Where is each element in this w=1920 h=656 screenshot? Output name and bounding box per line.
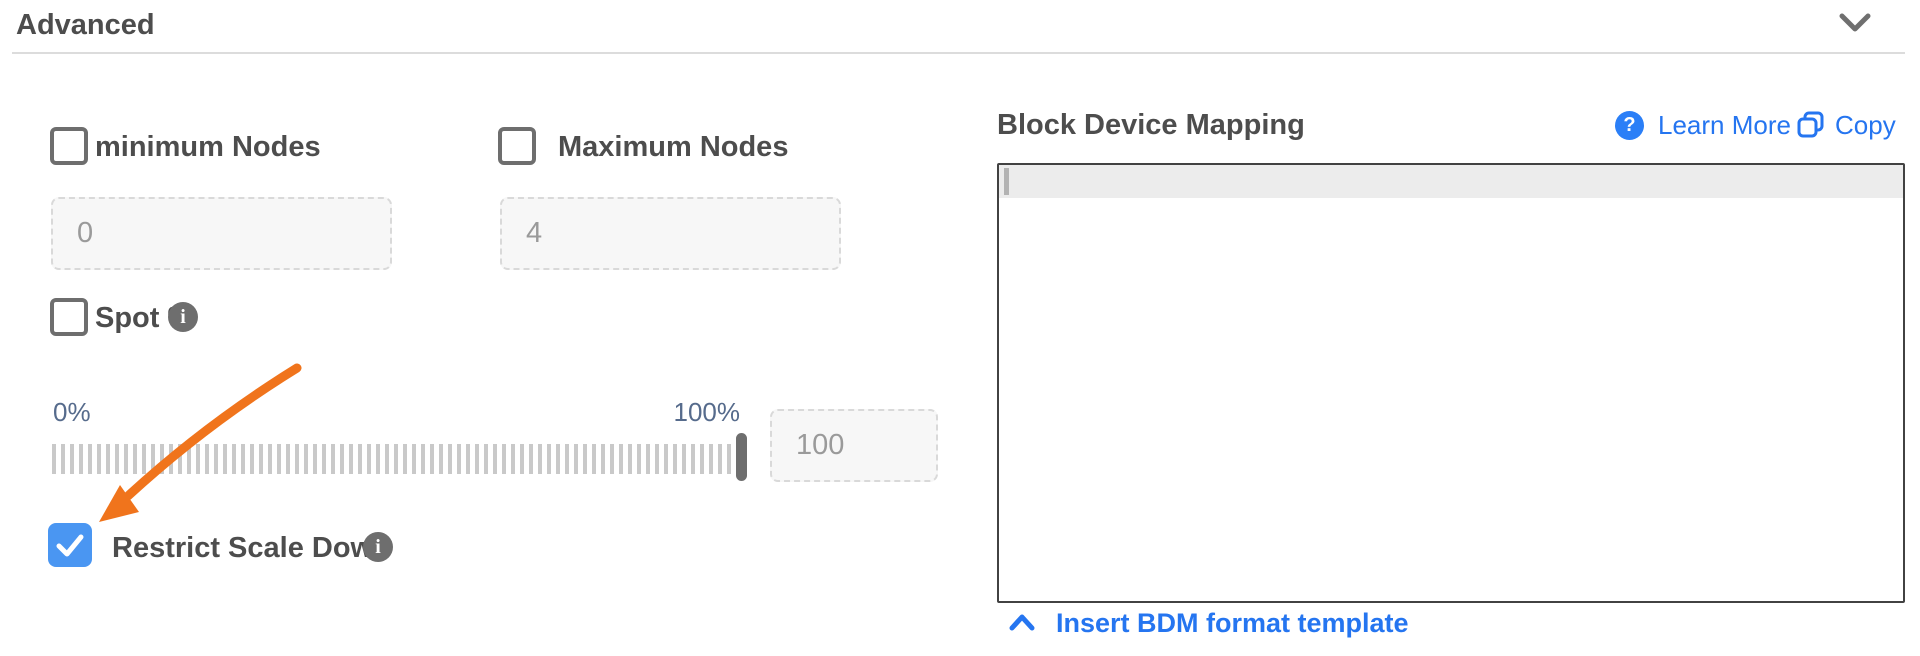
copy-label: Copy: [1835, 110, 1896, 140]
minimum-nodes-checkbox[interactable]: [50, 127, 88, 165]
insert-bdm-template-label: Insert BDM format template: [1056, 608, 1409, 638]
section-divider: [12, 52, 1905, 54]
section-title-advanced: Advanced: [16, 9, 155, 41]
chevron-up-icon: [1008, 612, 1036, 634]
restrict-scale-down-info-icon[interactable]: i: [363, 532, 393, 562]
slider-max-label: 100%: [673, 397, 741, 427]
help-icon: ?: [1615, 110, 1644, 140]
learn-more-link[interactable]: ? Learn More: [1615, 110, 1791, 140]
spot-percent-slider-handle[interactable]: [736, 433, 747, 481]
checkmark-icon: [48, 523, 92, 567]
spot-percent-slider-track[interactable]: [52, 444, 739, 474]
editor-active-line: [999, 165, 1903, 198]
maximum-nodes-label: Maximum Nodes: [558, 131, 789, 163]
learn-more-label: Learn More: [1658, 110, 1791, 140]
spot-info-icon[interactable]: i: [168, 302, 198, 332]
slider-min-label: 0%: [53, 397, 91, 427]
minimum-nodes-label: minimum Nodes: [95, 131, 321, 163]
spot-percent-checkbox[interactable]: [50, 298, 88, 336]
spot-percent-value-input[interactable]: [770, 409, 938, 482]
minimum-nodes-input[interactable]: [51, 197, 392, 270]
copy-icon: [1796, 110, 1826, 140]
maximum-nodes-checkbox[interactable]: [498, 127, 536, 165]
chevron-down-icon: [1838, 10, 1872, 38]
bdm-editor[interactable]: [997, 163, 1905, 603]
insert-bdm-template-link[interactable]: Insert BDM format template: [1008, 608, 1409, 638]
restrict-scale-down-label: Restrict Scale Down: [112, 532, 391, 564]
editor-caret: [1004, 168, 1009, 195]
bdm-title: Block Device Mapping: [997, 109, 1305, 141]
section-collapse-button[interactable]: [1838, 10, 1872, 38]
restrict-scale-down-checkbox[interactable]: [48, 523, 92, 567]
copy-button[interactable]: Copy: [1796, 110, 1896, 140]
maximum-nodes-input[interactable]: [500, 197, 841, 270]
